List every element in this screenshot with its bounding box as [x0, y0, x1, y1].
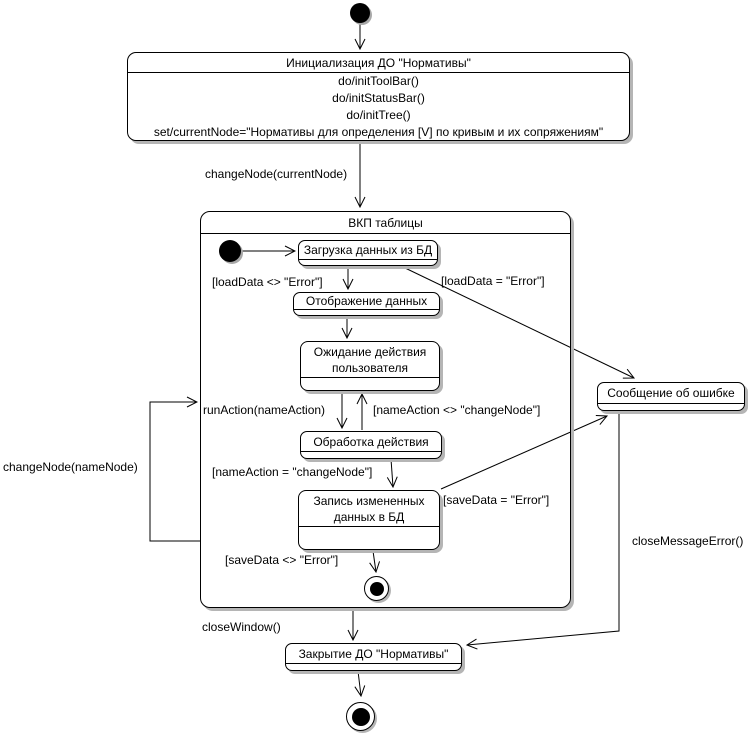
init-action-1: do/initToolBar() — [338, 74, 419, 88]
initial-state-inner — [219, 240, 241, 262]
init-action-2: do/initStatusBar() — [332, 91, 425, 105]
label-name-action-eq: [nameAction = "changeNode"] — [212, 465, 373, 479]
label-save-ok: [saveData <> "Error"] — [225, 553, 339, 567]
state-display-title: Отображение данных — [305, 294, 428, 308]
state-close-title: Закрытие ДО "Нормативы" — [298, 646, 449, 661]
edge-save-to-error — [440, 416, 607, 490]
state-display-compartment — [294, 309, 439, 315]
initial-state-top — [350, 3, 370, 23]
state-close-compartment — [286, 663, 461, 670]
state-save-title: Запись измененных данных в БД — [313, 493, 425, 524]
state-close: Закрытие ДО "Нормативы" — [285, 643, 462, 671]
state-init-title: Инициализация ДО "Нормативы" — [128, 53, 629, 73]
edge-close-to-final — [358, 670, 361, 696]
init-action-3: do/initTree() — [346, 108, 411, 122]
state-init: Инициализация ДО "Нормативы" do/initTool… — [127, 52, 630, 141]
final-state-inner — [364, 576, 389, 601]
final-state-inner-core — [369, 581, 384, 596]
state-action-title: Обработка действия — [313, 434, 429, 449]
state-display: Отображение данных — [293, 292, 440, 316]
state-load-compartment — [299, 259, 437, 265]
state-load: Загрузка данных из БД — [298, 240, 438, 266]
state-load-title: Загрузка данных из БД — [303, 243, 433, 257]
state-error: Сообщение об ошибке — [597, 382, 745, 411]
state-table-composite: ВКП таблицы — [200, 211, 571, 608]
edge-error-to-close — [467, 411, 620, 645]
state-wait-compartment — [301, 377, 439, 390]
label-load-ok: [loadData <> "Error"] — [212, 275, 323, 289]
state-error-compartment — [598, 403, 744, 410]
final-state-bottom — [346, 702, 375, 731]
edge-save-to-subfinal — [373, 550, 376, 572]
state-save: Запись измененных данных в БД — [298, 490, 440, 550]
label-change-node-current: changeNode(currentNode) — [205, 167, 348, 181]
label-close-message-error: closeMessageError() — [632, 534, 744, 548]
label-run-action: runAction(nameAction) — [203, 403, 326, 417]
edge-table-self-loop — [149, 402, 200, 542]
final-state-bottom-core — [351, 707, 370, 726]
edge-action-to-save — [391, 458, 393, 487]
state-wait-title: Ожидание действия пользователя — [313, 344, 427, 375]
state-action-compartment — [301, 451, 441, 458]
label-name-action-neq: [nameAction <> "changeNode"] — [373, 403, 541, 417]
init-action-4: set/currentNode="Нормативы для определен… — [153, 125, 604, 139]
state-table-title: ВКП таблицы — [201, 212, 570, 234]
label-change-node-name: changeNode(nameNode) — [3, 460, 138, 474]
state-error-title: Сообщение об ошибке — [607, 386, 735, 400]
state-save-compartment — [299, 526, 439, 549]
state-init-actions: do/initToolBar() do/initStatusBar() do/i… — [128, 73, 629, 140]
state-action: Обработка действия — [300, 431, 442, 459]
label-save-error: [saveData = "Error"] — [443, 493, 550, 507]
label-close-window: closeWindow() — [202, 620, 281, 634]
label-load-error: [loadData = "Error"] — [441, 274, 545, 288]
edge-load-to-error — [402, 266, 634, 378]
state-wait: Ожидание действия пользователя — [300, 341, 440, 391]
